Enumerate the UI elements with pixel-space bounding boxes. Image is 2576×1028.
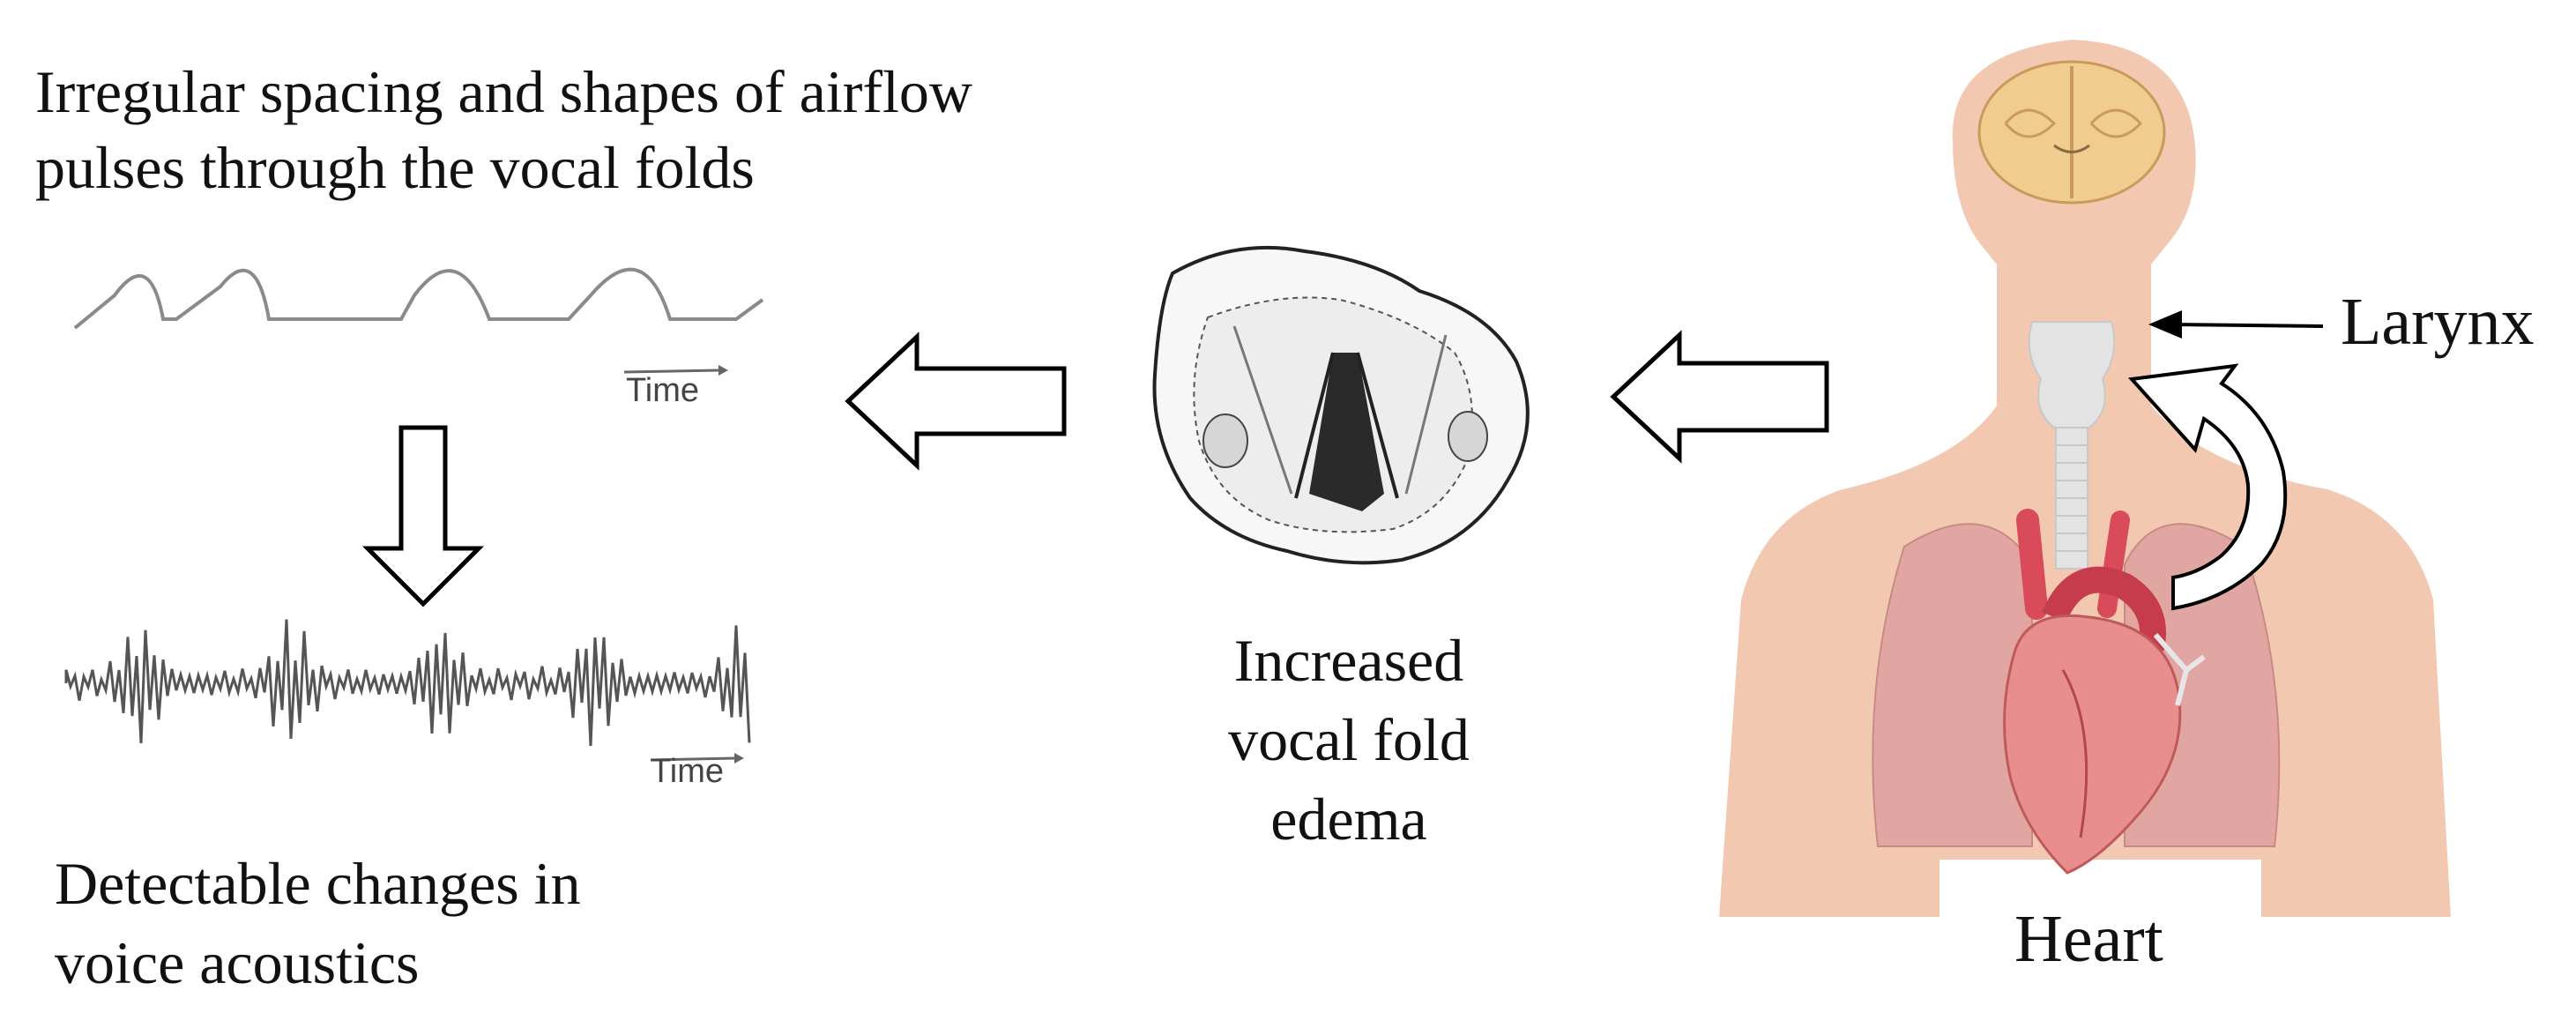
left-arrow-icon xyxy=(845,331,1067,471)
airflow-title-line1: Irregular spacing and shapes of airflow xyxy=(35,58,973,125)
airflow-time-label: Time xyxy=(626,372,700,409)
edema-caption-line2: vocal fold xyxy=(1228,706,1470,773)
larynx-pointer-line xyxy=(2170,323,2324,328)
curved-arrow-icon xyxy=(2127,363,2288,611)
acoustic-waveform xyxy=(64,619,751,747)
acoustics-time-arrowhead xyxy=(734,753,744,764)
heart-illustration xyxy=(2003,509,2182,875)
human-torso-illustration xyxy=(1719,40,2451,917)
airflow-time-arrowhead xyxy=(718,365,728,376)
acoustics-caption-line1: Detectable changes in xyxy=(55,850,581,917)
acoustics-time-axis xyxy=(650,756,735,762)
larynx-pointer-arrowhead xyxy=(2148,310,2182,339)
down-arrow-icon xyxy=(361,425,485,607)
acoustics-caption-line2: voice acoustics xyxy=(55,929,420,996)
edema-caption-line1: Increased xyxy=(1233,627,1464,694)
left-arrow-icon xyxy=(1610,330,1829,464)
airflow-title-line2: pulses through the vocal folds xyxy=(35,134,755,201)
larynx-trachea-illustration xyxy=(2028,321,2116,570)
vocal-folds-illustration xyxy=(1152,245,1530,565)
larynx-label: Larynx xyxy=(2341,285,2535,359)
airflow-time-axis xyxy=(623,369,719,374)
brain-illustration xyxy=(1977,60,2166,205)
acoustics-time-label: Time xyxy=(651,753,725,790)
airflow-waveform xyxy=(73,267,764,330)
heart-label: Heart xyxy=(2014,902,2163,976)
edema-caption-line3: edema xyxy=(1270,786,1427,853)
